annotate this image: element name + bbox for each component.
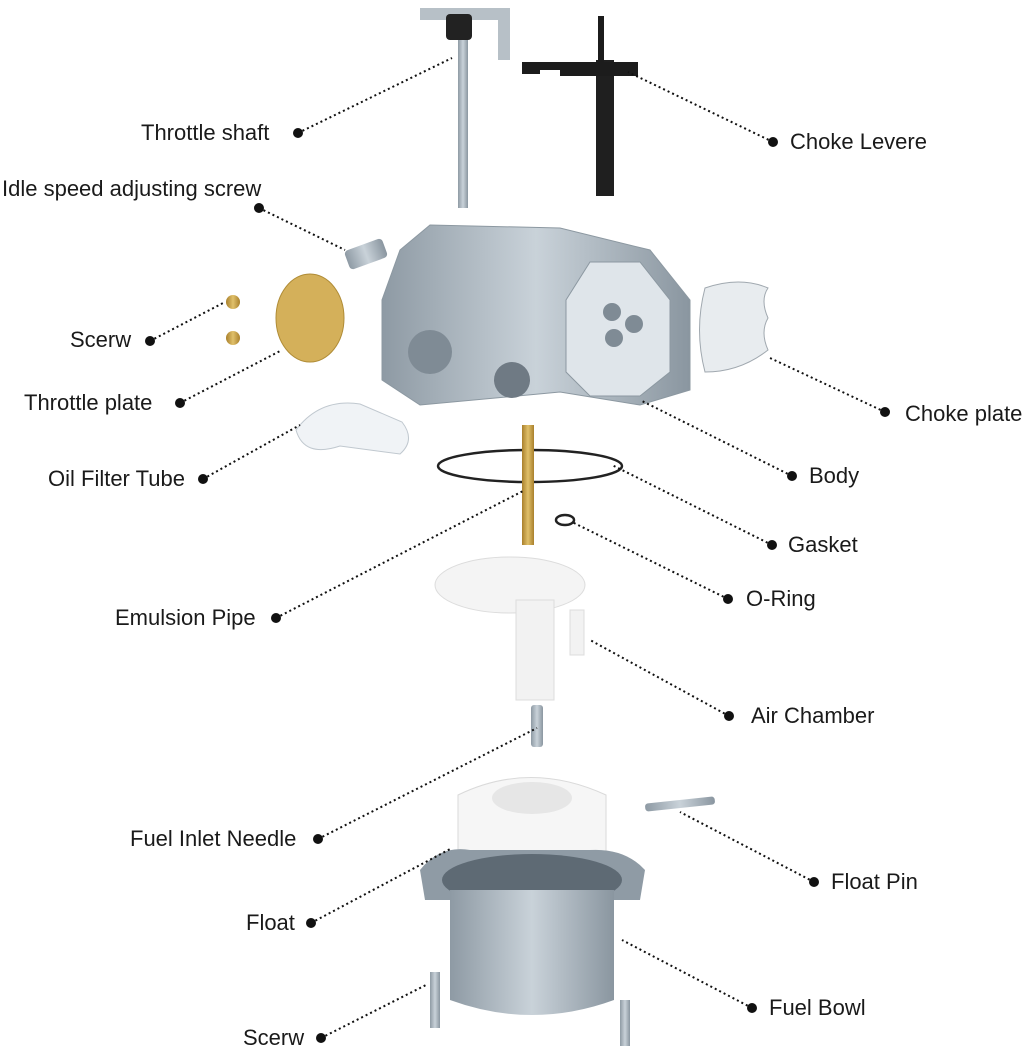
screw-part — [226, 295, 240, 309]
label-emulsion-pipe: Emulsion Pipe — [115, 605, 256, 630]
leader-lines — [149, 57, 886, 1039]
label-oil-filter-tube: Oil Filter Tube — [48, 466, 185, 491]
throttle-shaft-part — [420, 8, 510, 208]
label-fuel-bowl: Fuel Bowl — [769, 995, 866, 1020]
o-ring-part — [554, 513, 576, 527]
emulsion-pipe-part — [522, 425, 534, 545]
label-o-ring: O-Ring — [746, 586, 816, 611]
choke-plate-part — [699, 281, 769, 373]
screw-part — [620, 1000, 630, 1046]
label-body: Body — [809, 463, 860, 488]
float-part — [457, 777, 607, 868]
carburetor-body-part — [381, 224, 691, 406]
oil-filter-tube-part — [295, 402, 409, 455]
air-chamber-part — [434, 556, 586, 701]
screw-part — [226, 331, 240, 345]
label-screw-bottom: Scerw — [243, 1025, 305, 1050]
label-float: Float — [246, 910, 295, 935]
label-fuel-inlet-needle: Fuel Inlet Needle — [130, 826, 297, 851]
label-air-chamber: Air Chamber — [751, 703, 875, 728]
fuel-bowl-part — [420, 849, 645, 1015]
label-throttle-plate: Throttle plate — [24, 390, 153, 415]
label-dots — [145, 128, 890, 1043]
label-choke-lever: Choke Levere — [790, 129, 927, 154]
throttle-plate-part — [275, 273, 345, 363]
choke-lever-part — [522, 16, 638, 196]
label-throttle-shaft: Throttle shaft — [141, 120, 270, 145]
label-choke-plate: Choke plate — [905, 401, 1023, 426]
label-screw-top: Scerw — [70, 327, 132, 352]
idle-screw-part — [344, 238, 388, 270]
fuel-inlet-needle-part — [531, 705, 543, 747]
label-gasket: Gasket — [788, 532, 858, 557]
label-float-pin: Float Pin — [831, 869, 918, 894]
label-idle-screw: Idle speed adjusting screw — [2, 176, 262, 201]
float-pin-part — [645, 796, 715, 812]
screw-part — [430, 972, 440, 1028]
